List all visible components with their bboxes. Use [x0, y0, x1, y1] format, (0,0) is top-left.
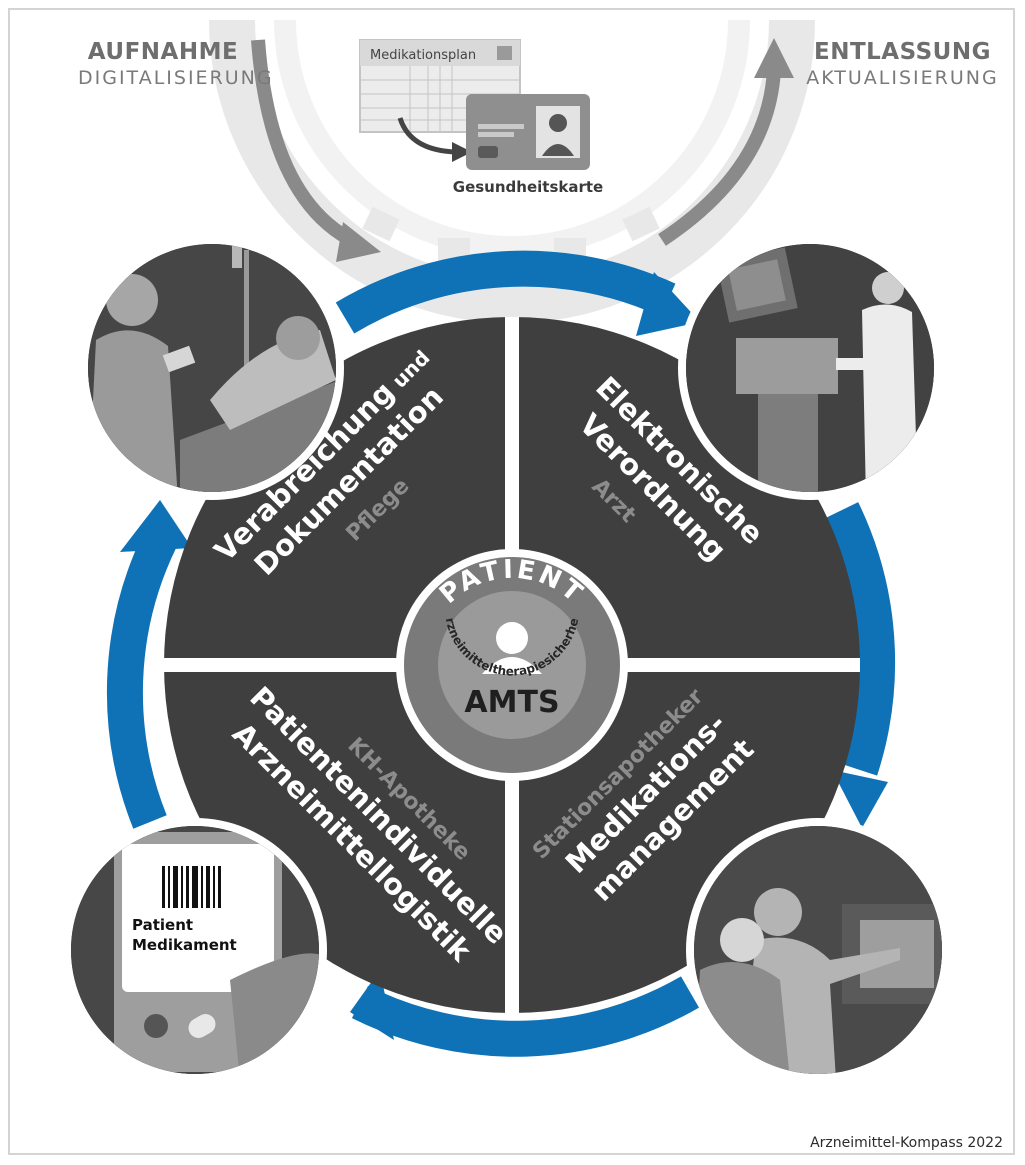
admission-label: AUFNAHME DIGITALISIERUNG	[78, 38, 274, 91]
health-card-label: Gesundheitskarte	[453, 178, 603, 196]
patient-icon	[496, 622, 528, 654]
plan-to-card-arrow	[397, 117, 456, 155]
plan-to-card-arrowhead	[452, 142, 472, 162]
center-main-label: AMTS	[464, 685, 559, 720]
barcode-label-patient: Patient	[132, 916, 193, 934]
patient-icon-body	[482, 657, 542, 674]
discharge-arrow	[658, 38, 794, 246]
barcode-label-medication: Medikament	[132, 936, 237, 954]
arrow-right	[825, 502, 896, 776]
arrow-left	[106, 532, 177, 829]
photo-barcode-scanner: Patient Medikament	[63, 818, 327, 1082]
cycle-arrows	[106, 250, 896, 1057]
arrow-top	[335, 250, 676, 334]
admission-title: AUFNAHME	[87, 39, 239, 65]
discharge-title: ENTLASSUNG	[813, 39, 991, 65]
admission-arrow	[251, 39, 381, 262]
photo-pharmacists-screen	[686, 818, 950, 1082]
figure-frame	[8, 8, 1015, 1155]
photo-doctor-terminal	[678, 236, 942, 500]
barcode-icon	[162, 866, 221, 908]
discharge-subtitle: AKTUALISIERUNG	[806, 66, 999, 89]
discharge-label: ENTLASSUNG AKTUALISIERUNG	[800, 38, 1005, 91]
medication-plan-label: Medikationsplan	[370, 48, 476, 63]
arrow-bottom	[351, 976, 700, 1057]
medication-plan-document: Medikationsplan	[359, 39, 521, 133]
admission-subtitle: DIGITALISIERUNG	[78, 66, 274, 89]
health-card	[466, 94, 590, 170]
source-credit: Arzneimittel-Kompass 2022	[810, 1135, 1003, 1151]
photo-nurse-bedside	[80, 236, 344, 500]
